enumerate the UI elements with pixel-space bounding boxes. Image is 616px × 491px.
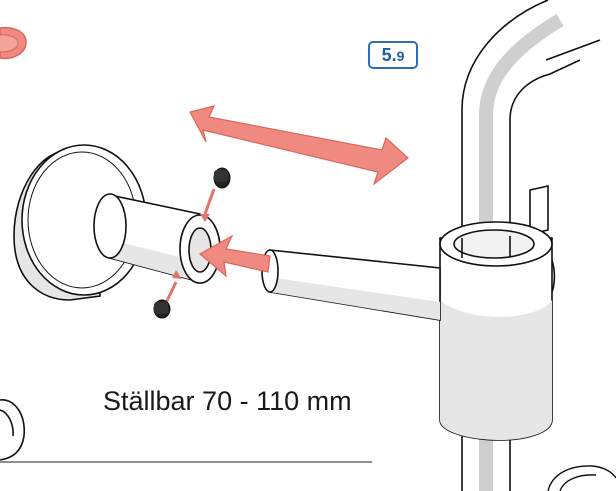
adjustment-rod [261,249,441,321]
clamp-collar [439,221,553,441]
screw-icon [200,167,231,222]
insert-arrow-icon [198,234,271,278]
step-minor: 9 [396,48,405,64]
handle-knob [13,144,147,301]
step-major: 5. [381,45,397,65]
screw-icon [153,270,182,319]
partial-knob-bottom [0,399,25,461]
double-arrow-icon [189,105,409,186]
step-number-badge: 5.9 [368,41,418,69]
frame-tube [461,0,601,491]
sleeve-tube [93,193,221,284]
partial-strap [0,26,27,60]
partial-wheel [547,465,616,491]
adjustment-caption: Ställbar 70 - 110 mm [103,386,352,416]
